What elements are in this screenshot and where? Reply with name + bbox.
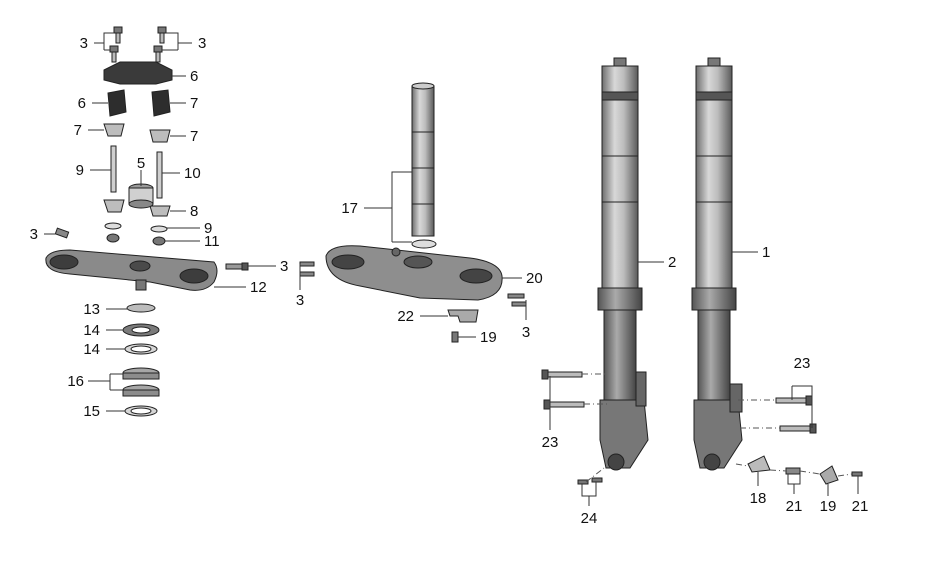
callout-8: 9 [204,220,212,237]
callout-21: 21 [786,498,803,515]
callout-23: 23 [794,355,811,372]
callout-23: 23 [542,434,559,451]
upper-bridge [325,245,503,301]
callout-11: 12 [250,279,267,296]
fork-leg-2 [597,57,649,471]
brake-hose-guides [735,455,863,485]
callout-7: 7 [74,122,82,139]
fork-leg-1 [691,57,743,471]
left-steering-assembly [45,26,249,417]
pinch-bolts [541,369,817,434]
leader-lines [44,32,859,506]
handlebar-clamp [103,61,173,85]
holder-left [107,89,127,117]
callout-19: 19 [820,498,837,515]
callout-9: 10 [184,165,201,182]
callout-13: 14 [83,322,100,339]
callout-20: 20 [526,270,543,287]
holder-right [151,89,171,117]
callout-7: 7 [190,128,198,145]
callout-4: 5 [137,155,145,172]
steering-stem [411,85,435,237]
callout-3: 3 [80,35,88,52]
callout-14: 14 [83,341,100,358]
callout-10: 11 [204,233,220,250]
callout-17: 18 [750,490,767,507]
callout-1: 1 [762,244,770,261]
callout-5: 6 [190,68,198,85]
callout-labels: 3 3 6 6 7 7 7 9 10 5 8 9 11 3 3 12 13 14… [30,35,869,527]
stem-and-upper-bridge [299,82,527,343]
callout-24: 24 [581,510,598,527]
callout-3: 3 [280,258,288,275]
callout-3: 3 [296,292,304,309]
callout-12: 13 [83,301,100,318]
callout-3: 3 [198,35,206,52]
callout-15: 16 [67,373,84,390]
axle-bolts [577,467,605,485]
callout-9: 9 [76,162,84,179]
top-bolts [109,26,167,63]
callout-7: 8 [190,203,198,220]
callout-3: 3 [522,324,530,341]
callout-2: 2 [668,254,676,271]
callout-16: 17 [341,200,358,217]
callout-21: 21 [852,498,869,515]
callout-3: 3 [30,226,38,243]
callout-6: 6 [78,95,86,112]
callout-6: 7 [190,95,198,112]
callout-22: 22 [397,308,414,325]
callout-14: 15 [83,403,100,420]
bottom-bridge [45,249,218,291]
callout-18: 19 [480,329,497,346]
